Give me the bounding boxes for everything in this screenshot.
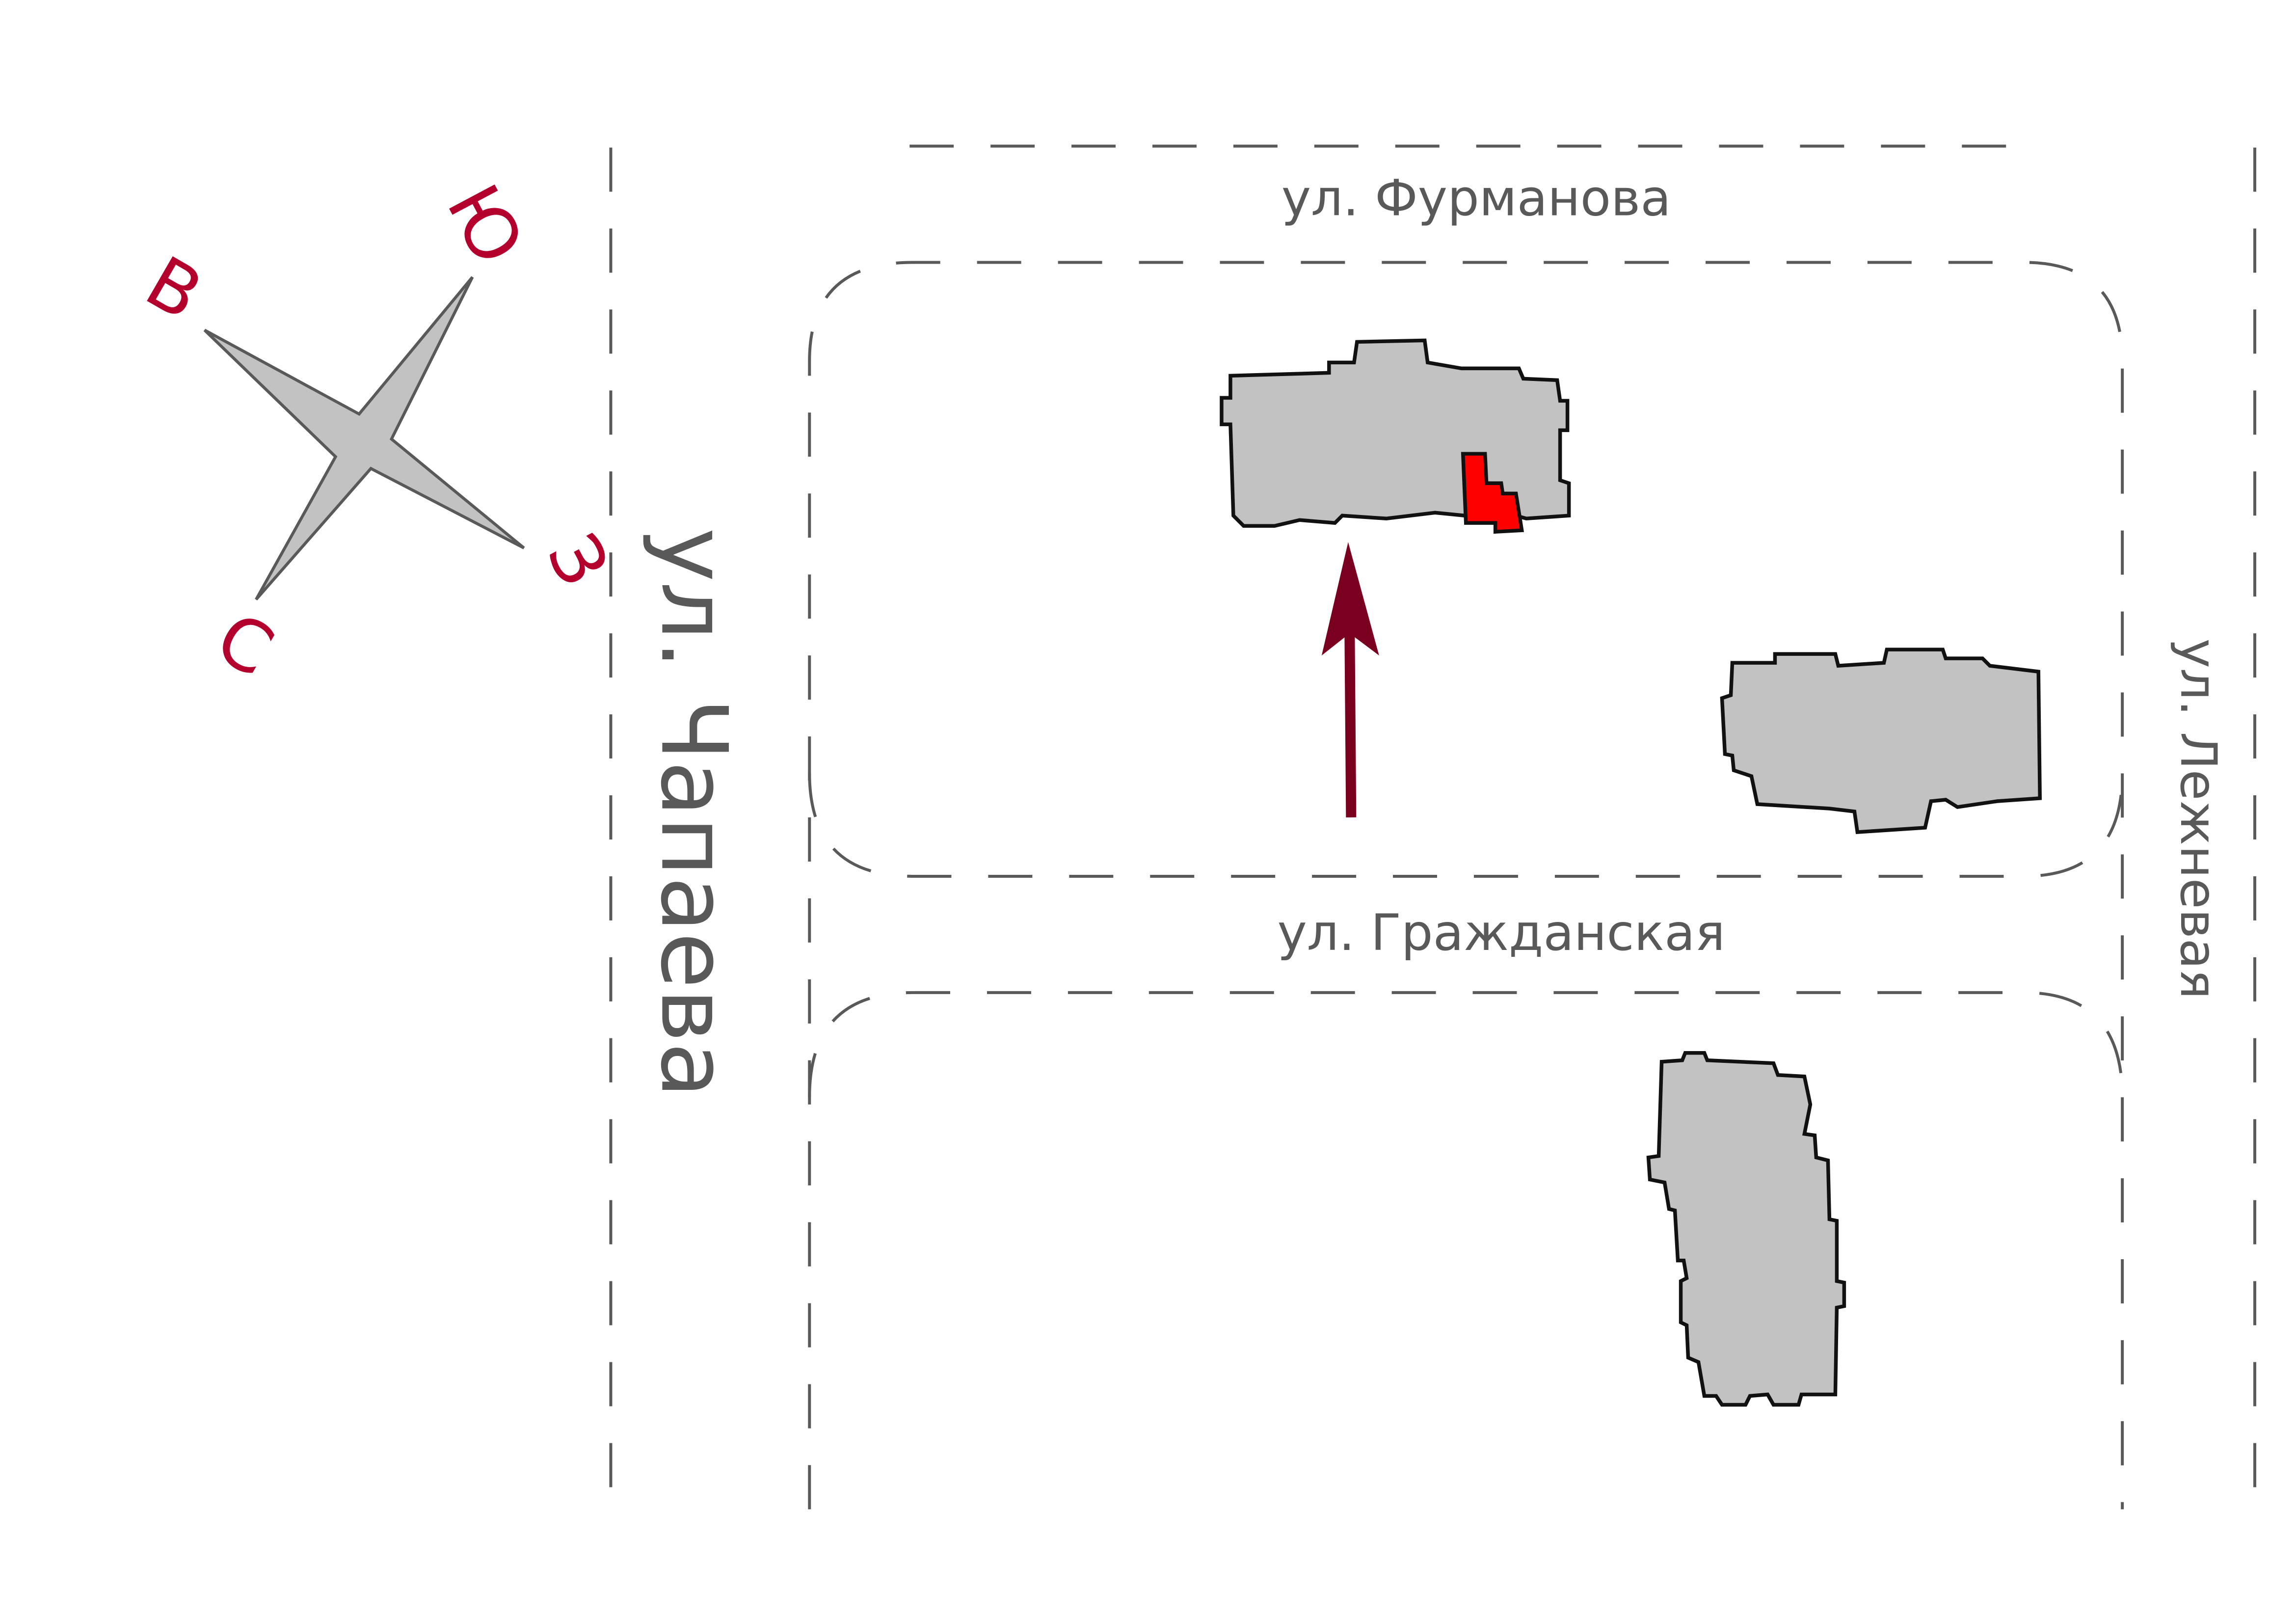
street-label-lezhnevaya: ул. Лежневая: [2169, 639, 2227, 1000]
compass: Ю В З С: [133, 171, 625, 693]
road-lines: [609, 144, 2257, 1510]
target-unit-highlight: [1461, 452, 1524, 534]
entrance-arrow-icon: [1321, 542, 1379, 818]
compass-star-icon: [203, 276, 525, 601]
street-label-chapaeva: ул. Чапаева: [641, 528, 747, 1098]
building-east: [1720, 648, 2042, 834]
compass-east: В: [133, 241, 216, 336]
building-south: [1646, 1051, 1846, 1407]
street-label-grazhdanskaya: ул. Гражданская: [1277, 904, 1725, 962]
compass-north: С: [203, 596, 287, 693]
compass-south: Ю: [431, 171, 539, 277]
street-label-furmanova: ул. Фурманова: [1281, 169, 1671, 228]
